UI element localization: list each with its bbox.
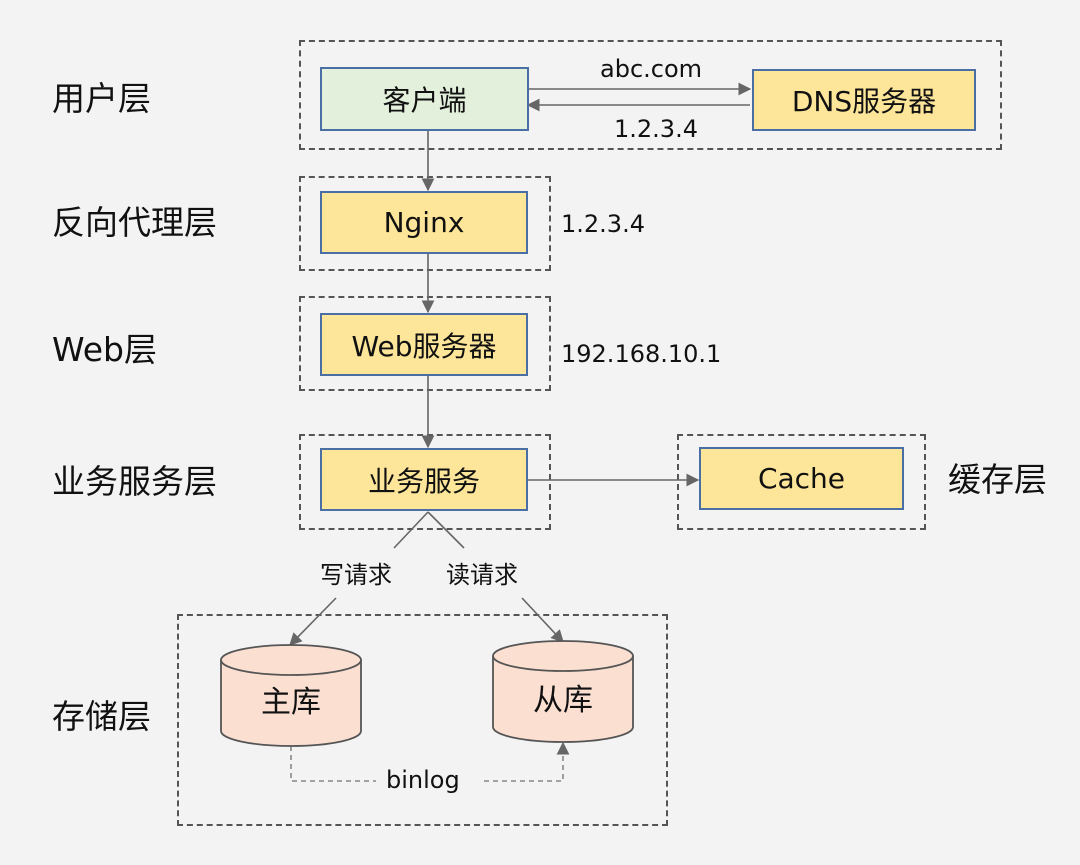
nginx-node: Nginx xyxy=(320,191,528,254)
web-layer-frame xyxy=(299,296,551,391)
client-node: 客户端 xyxy=(320,67,529,131)
master-db-cylinder xyxy=(220,644,362,747)
layer-label-cache: 缓存层 xyxy=(948,460,1047,499)
layer-label-storage: 存储层 xyxy=(52,697,151,736)
master-db-label: 主库 xyxy=(261,685,321,720)
layer-label-user: 用户层 xyxy=(52,79,151,118)
user-layer-frame xyxy=(299,40,1002,150)
dns-query-label: abc.com xyxy=(600,55,703,83)
read-line-top xyxy=(427,511,465,549)
dns-server-node: DNS服务器 xyxy=(752,69,976,131)
service-layer-frame xyxy=(299,434,551,530)
storage-layer-frame xyxy=(177,614,668,826)
layer-label-service: 业务服务层 xyxy=(52,462,217,501)
proxy-layer-frame xyxy=(299,176,551,271)
nginx-ip-label: 1.2.3.4 xyxy=(561,210,645,238)
layer-label-proxy: 反向代理层 xyxy=(52,203,217,242)
read-request-label: 读请求 xyxy=(446,561,518,589)
web-ip-label: 192.168.10.1 xyxy=(561,340,722,368)
slave-db-cylinder xyxy=(492,640,634,743)
binlog-line-left xyxy=(290,746,376,782)
read-line-bottom xyxy=(521,597,564,643)
slave-db-label: 从库 xyxy=(533,683,593,718)
write-line-top xyxy=(393,511,429,549)
web-server-node: Web服务器 xyxy=(320,313,528,376)
write-line-bottom xyxy=(289,597,337,646)
cache-layer-frame xyxy=(677,434,926,530)
dns-reply-label: 1.2.3.4 xyxy=(614,115,698,143)
binlog-line-right xyxy=(484,741,570,782)
service-node: 业务服务 xyxy=(320,448,528,511)
cache-node: Cache xyxy=(699,447,904,510)
layer-label-web: Web层 xyxy=(52,330,157,369)
binlog-label: binlog xyxy=(386,766,460,794)
write-request-label: 写请求 xyxy=(320,561,392,589)
